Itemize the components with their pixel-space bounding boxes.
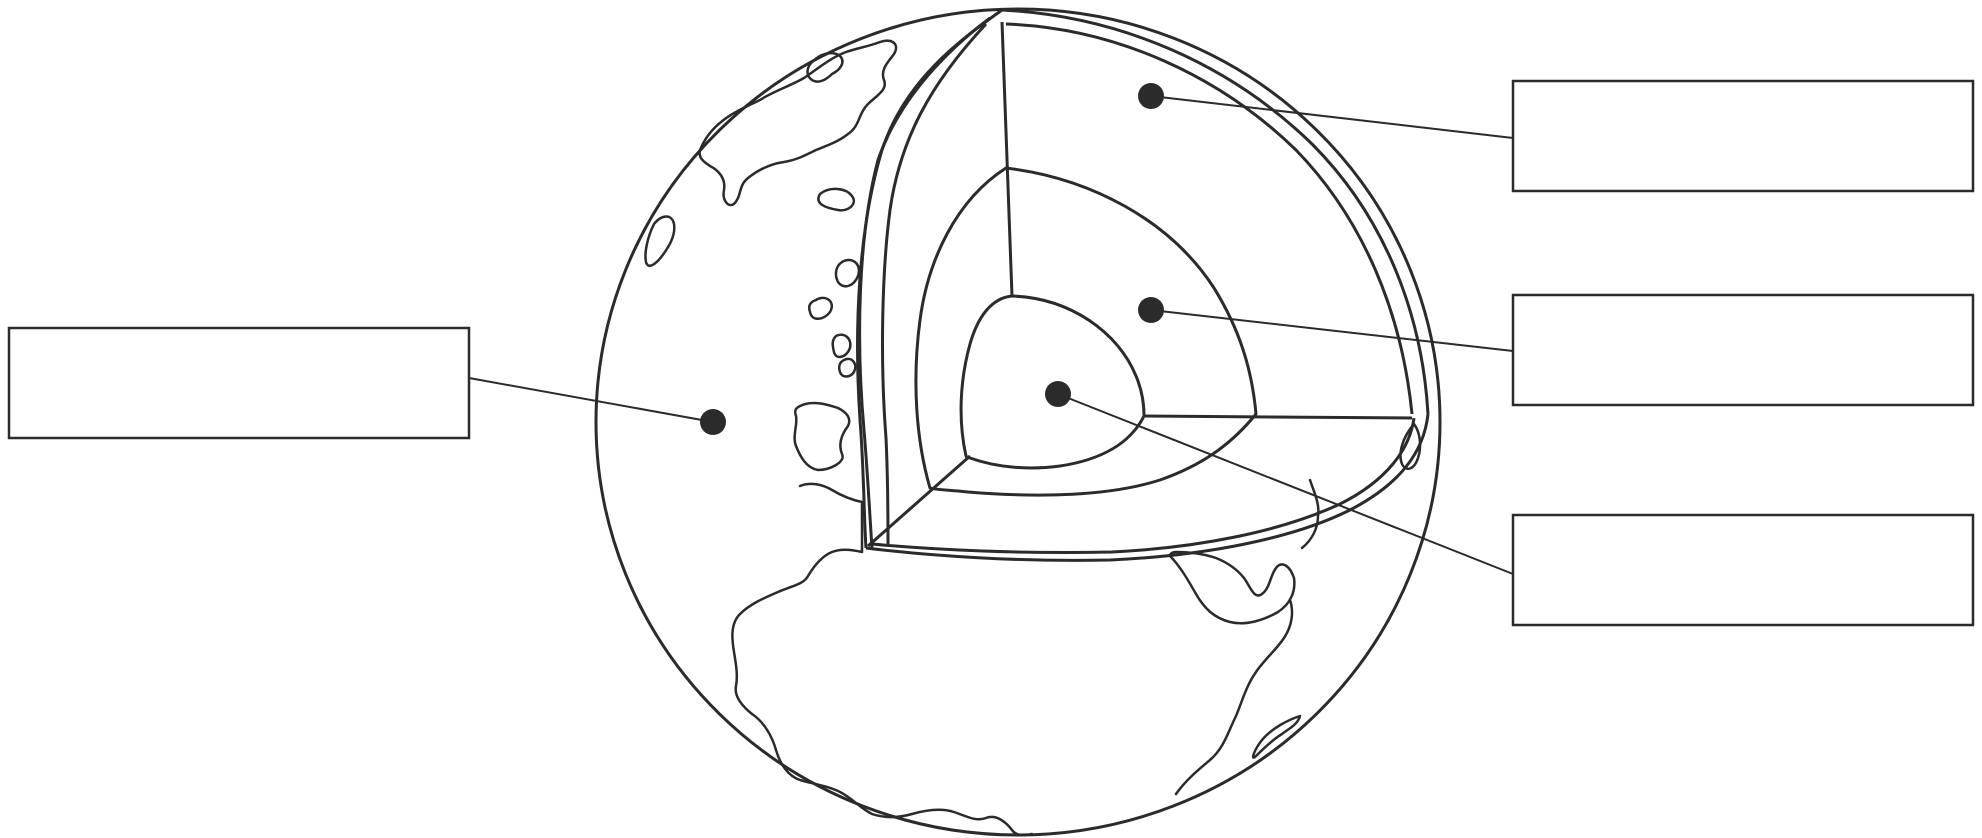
label-box-crust[interactable] — [9, 328, 469, 438]
continent-island-3 — [833, 335, 851, 357]
wedge-edge-diagonal — [868, 456, 970, 546]
crust-band-top-inner — [1006, 24, 1412, 414]
crust-band-inner-left — [883, 24, 986, 544]
label-box-mantle[interactable] — [1513, 81, 1973, 191]
continent-island-2 — [809, 298, 832, 319]
marker-dot-crust — [700, 409, 726, 435]
wedge-edge-horizontal — [1144, 416, 1412, 418]
leader-line-crust — [469, 378, 713, 422]
continent-east-africa — [1176, 600, 1292, 794]
crust-band-bottom — [866, 414, 1428, 560]
marker-dot-inner-core — [1045, 381, 1071, 407]
leader-line-outer-core — [1151, 310, 1513, 351]
label-boxes — [9, 81, 1973, 625]
continent-africa — [732, 484, 1032, 835]
marker-dots — [700, 83, 1164, 435]
crust-band-top — [1002, 10, 1428, 414]
leader-line-inner-core — [1058, 394, 1513, 574]
inner-core-boundary — [961, 296, 1144, 468]
marker-dot-outer-core — [1138, 297, 1164, 323]
marker-dot-mantle — [1138, 83, 1164, 109]
continent-iberia-fragment — [645, 217, 674, 266]
continent-mediterranean-coast — [795, 403, 850, 470]
leader-line-mantle — [1151, 96, 1513, 138]
leader-lines — [469, 96, 1513, 574]
continent-island-1 — [836, 260, 859, 286]
continent-arabia — [1170, 552, 1294, 623]
label-box-inner-core[interactable] — [1513, 515, 1973, 625]
continent-uk — [818, 189, 853, 210]
continent-island-4 — [839, 359, 855, 377]
outer-core-boundary — [916, 168, 1256, 495]
label-box-outer-core[interactable] — [1513, 295, 1973, 405]
wedge-edge-vertical — [1002, 22, 1012, 296]
